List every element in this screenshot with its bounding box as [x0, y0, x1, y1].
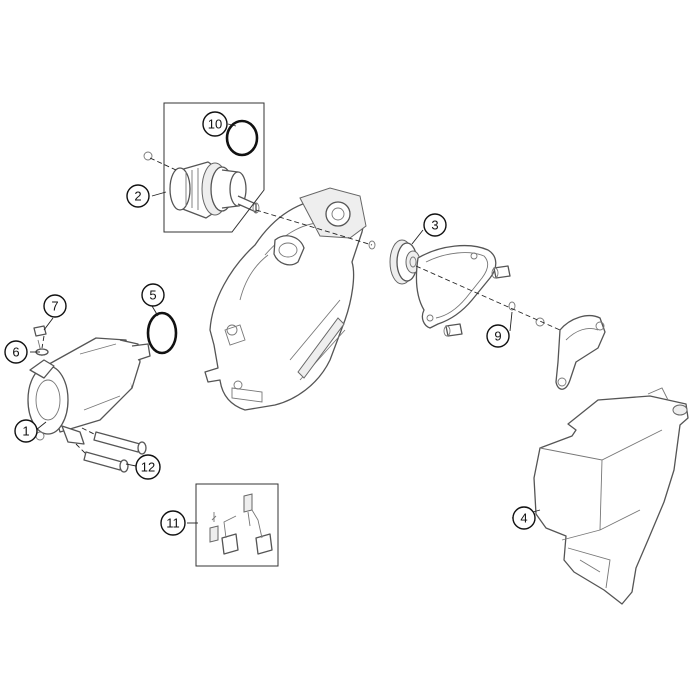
starter-drive-gear — [143, 151, 260, 219]
callout-9: 9 — [486, 324, 510, 348]
cover-gasket — [415, 244, 497, 329]
gear-o-ring — [225, 119, 259, 157]
starter-o-ring — [146, 311, 178, 355]
callout-3-label: 3 — [431, 218, 438, 233]
callout-6: 6 — [4, 340, 28, 364]
leader-lines — [30, 123, 561, 524]
callout-7-label: 7 — [51, 299, 58, 314]
callout-4-label: 4 — [520, 511, 527, 526]
protection-guard — [533, 387, 689, 605]
assembly-box-2 — [163, 102, 265, 233]
callout-7: 7 — [43, 294, 67, 318]
callout-4: 4 — [512, 506, 536, 530]
starter-bolts — [83, 431, 147, 473]
callout-2-label: 2 — [134, 189, 141, 204]
callout-5-label: 5 — [149, 288, 156, 303]
engine-side-cover — [204, 187, 367, 411]
callout-2: 2 — [126, 184, 150, 208]
callout-3: 3 — [423, 213, 447, 237]
carbon-brushes — [209, 493, 273, 555]
callout-1: 1 — [14, 419, 38, 443]
starter-motor — [27, 337, 151, 445]
callout-12: 12 — [135, 454, 161, 480]
callout-5: 5 — [141, 283, 165, 307]
terminal-nut — [33, 325, 49, 357]
assembly-box-11 — [195, 483, 279, 567]
callout-11: 11 — [160, 510, 186, 536]
callout-6-label: 6 — [12, 345, 19, 360]
callout-10: 10 — [202, 111, 228, 137]
callout-9-label: 9 — [494, 329, 501, 344]
callout-11-label: 11 — [166, 516, 180, 531]
outer-gear-cover — [555, 315, 606, 390]
callout-10-label: 10 — [208, 117, 222, 132]
dowel-pins — [443, 265, 545, 337]
callout-1-label: 1 — [22, 424, 29, 439]
callout-12-label: 12 — [141, 460, 155, 475]
